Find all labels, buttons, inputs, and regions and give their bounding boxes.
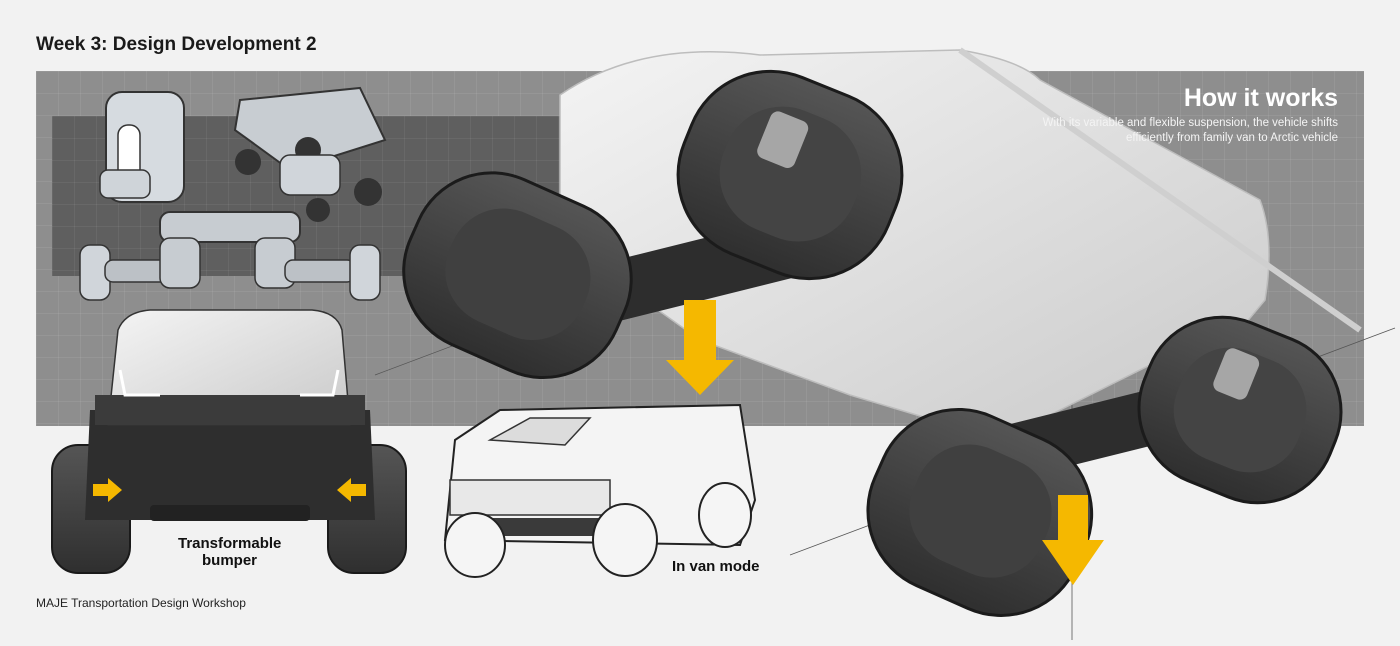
sketch-axle-assembly (79, 211, 381, 301)
down-arrow-rear-icon (1042, 495, 1104, 585)
caption-line-2: bumper (202, 552, 258, 569)
front-view-vehicle (51, 309, 407, 574)
track-rear-right (1137, 315, 1343, 505)
page-title: Week 3: Design Development 2 (36, 34, 317, 55)
track-rear-left (866, 407, 1094, 617)
how-it-works-heading: How it works (1183, 84, 1338, 112)
van-mode-caption: In van mode (672, 558, 760, 575)
caption-line-1: Transformable (178, 535, 282, 552)
transformable-bumper-caption: Transformable bumper (178, 535, 281, 569)
sketch-motor-housing (233, 86, 387, 222)
down-arrow-front-icon (666, 300, 734, 395)
how-it-works-description: With its variable and flexible suspensio… (1042, 117, 1338, 144)
sketch-suspension-pod (99, 91, 185, 203)
bumper-arrow-left-icon (93, 478, 122, 502)
track-front-left (402, 171, 633, 380)
track-front-right (676, 69, 904, 281)
bumper-arrow-right-icon (337, 478, 366, 502)
van-mode-vehicle (443, 403, 757, 578)
footer-credit: MAJE Transportation Design Workshop (36, 596, 246, 610)
